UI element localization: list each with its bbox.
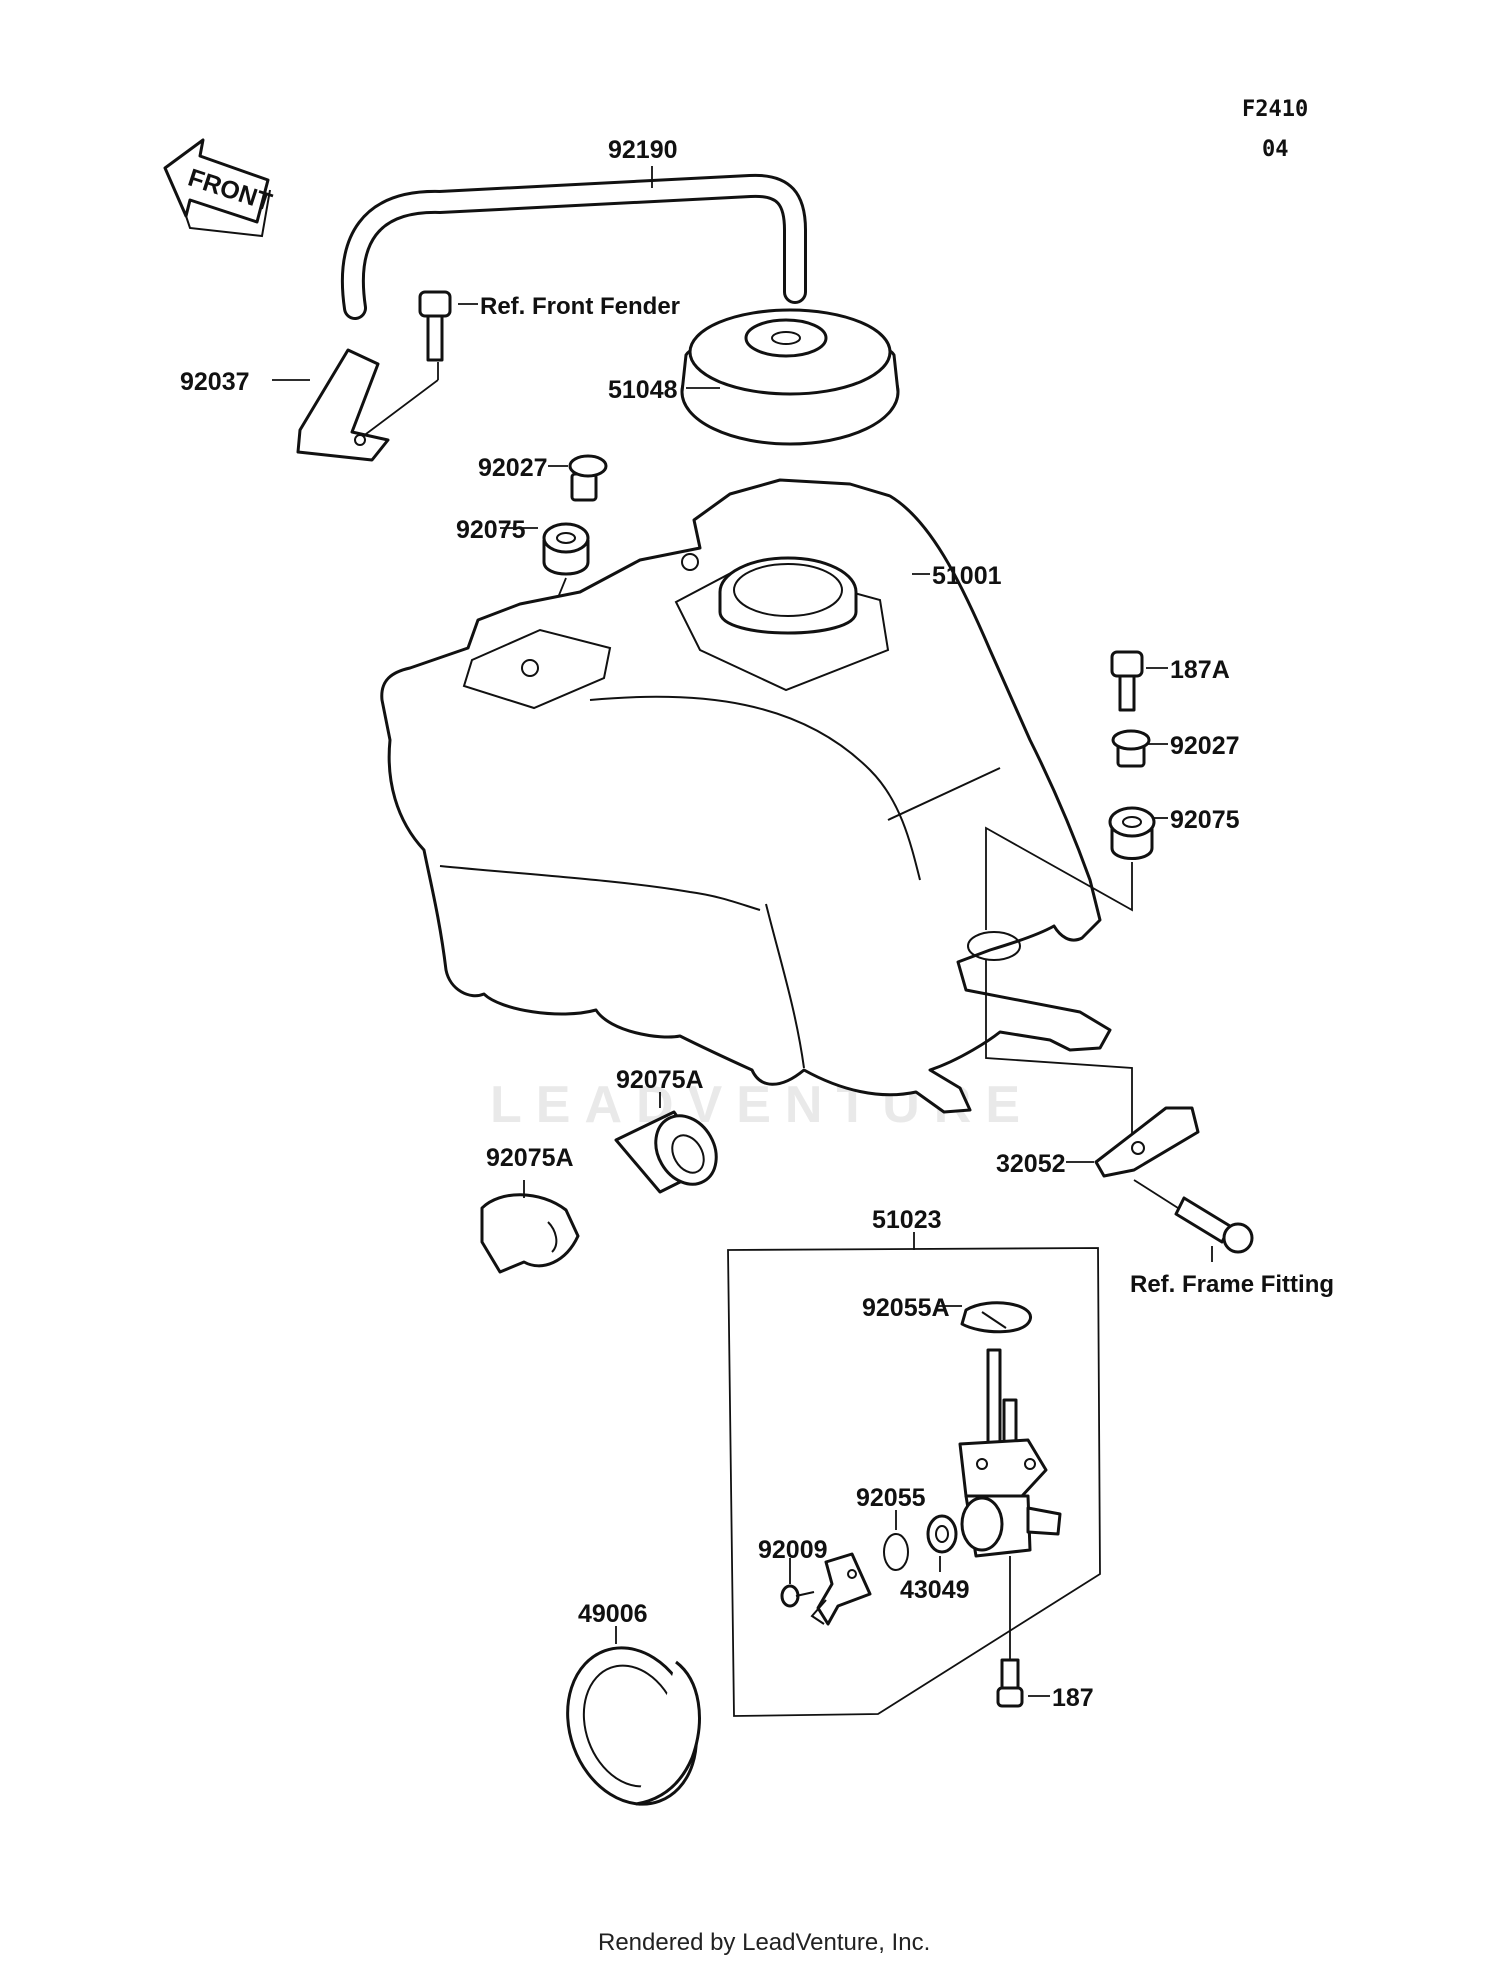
label-51048: 51048: [608, 376, 678, 404]
label-92075A-upper: 92075A: [616, 1066, 704, 1094]
label-ref-front-fender: Ref. Front Fender: [480, 293, 680, 320]
front-arrow-icon: FRONT: [163, 138, 275, 238]
label-92055A: 92055A: [862, 1294, 950, 1322]
grommet-92075-right: [1108, 806, 1156, 860]
sleeve-92075A-upper: [614, 1110, 718, 1194]
collar-92027-left: [568, 454, 608, 502]
label-92075-right: 92075: [1170, 806, 1240, 834]
label-32052: 32052: [996, 1150, 1066, 1178]
label-187: 187: [1052, 1684, 1094, 1712]
bracket-32052: [1094, 1106, 1200, 1178]
fuel-cap: [680, 308, 900, 446]
screw-92009: [780, 1584, 815, 1608]
label-92009: 92009: [758, 1536, 828, 1564]
footer-credit: Rendered by LeadVenture, Inc.: [598, 1929, 930, 1956]
label-43049: 43049: [900, 1576, 970, 1604]
label-92190: 92190: [608, 136, 678, 164]
valve-lever: [810, 1552, 872, 1626]
o-ring-92055: [883, 1533, 909, 1571]
bolt-187: [996, 1658, 1024, 1708]
label-187A: 187A: [1170, 656, 1230, 684]
fuel-tank: [380, 478, 1112, 1114]
washer-43049: [926, 1514, 958, 1554]
filter-gasket-92055A: [960, 1301, 1032, 1334]
fuel-valve: [958, 1348, 1062, 1558]
diagram-code: F2410: [1242, 97, 1308, 122]
label-92027-left: 92027: [478, 454, 548, 482]
label-92027-right: 92027: [1170, 732, 1240, 760]
label-ref-frame-fitting: Ref. Frame Fitting: [1130, 1271, 1334, 1298]
label-51001: 51001: [932, 562, 1002, 590]
bracket-92037: [296, 348, 390, 462]
collar-92027-right: [1111, 729, 1151, 768]
bolt-187A: [1110, 650, 1144, 712]
label-92075A-lower: 92075A: [486, 1144, 574, 1172]
label-92037: 92037: [180, 368, 250, 396]
front-fender-bolt: [418, 290, 452, 362]
diagram-code-sub: 04: [1262, 137, 1289, 162]
grommet-92075-left: [542, 522, 590, 576]
frame-fitting-bolt: [1174, 1196, 1254, 1254]
sleeve-92075A-lower: [480, 1193, 580, 1274]
label-49006: 49006: [578, 1600, 648, 1628]
ring-grommet-49006: [566, 1646, 701, 1806]
label-51023: 51023: [872, 1206, 942, 1234]
label-92075-left: 92075: [456, 516, 526, 544]
breather-hose: [340, 173, 807, 320]
label-92055: 92055: [856, 1484, 926, 1512]
assembly-box-51023: [727, 1247, 1101, 1717]
